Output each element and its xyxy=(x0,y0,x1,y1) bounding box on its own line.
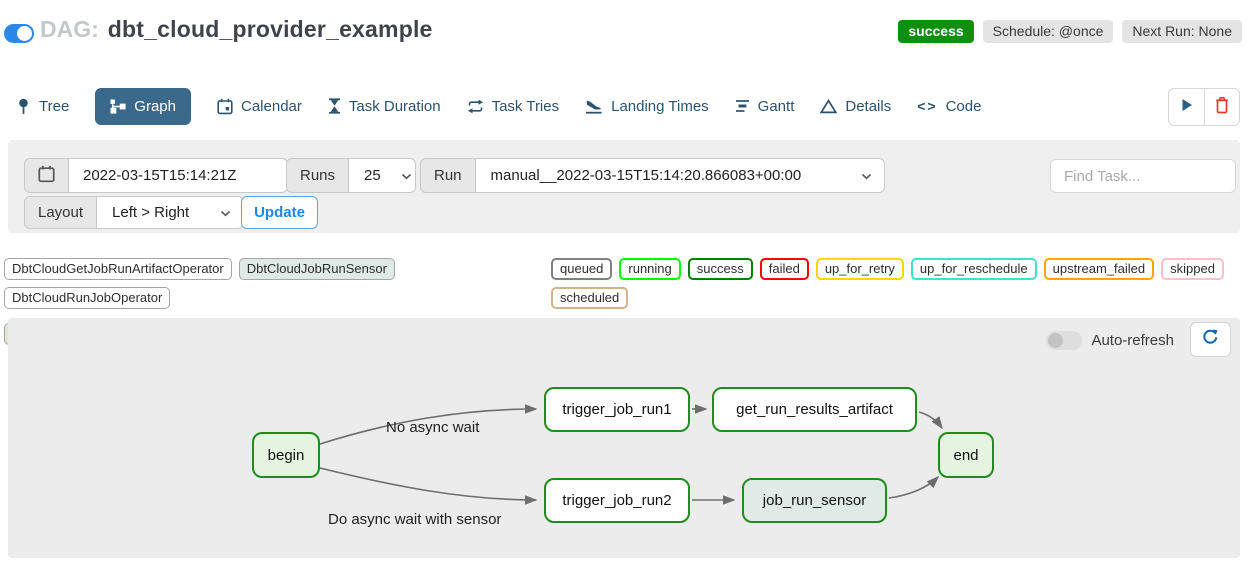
runs-value: 25 xyxy=(364,167,381,184)
chevron-down-icon xyxy=(861,167,872,184)
runs-label: Runs xyxy=(286,158,350,193)
page-title: DAG: dbt_cloud_provider_example xyxy=(40,16,433,43)
tab-code[interactable]: <> Code xyxy=(917,98,981,115)
tab-label: Graph xyxy=(134,97,176,115)
refresh-button[interactable] xyxy=(1190,322,1231,357)
auto-refresh-label: Auto-refresh xyxy=(1091,332,1174,349)
tab-label: Calendar xyxy=(241,97,302,115)
code-icon: <> xyxy=(917,98,938,114)
status-badge-up-for-reschedule: up_for_reschedule xyxy=(910,258,1037,280)
run-label: Run xyxy=(420,158,476,193)
status-badge-failed: failed xyxy=(759,258,809,280)
status-badge-upstream-failed: upstream_failed xyxy=(1043,258,1155,280)
task-node-trigger-job-run1[interactable]: trigger_job_run1 xyxy=(544,387,690,432)
tab-task-tries[interactable]: Task Tries xyxy=(467,97,560,115)
status-badge-up-for-retry: up_for_retry xyxy=(815,258,904,280)
update-button[interactable]: Update xyxy=(241,196,318,229)
auto-refresh-control: Auto-refresh xyxy=(1046,331,1174,350)
triangle-icon xyxy=(820,98,838,114)
repeat-icon xyxy=(467,99,484,114)
tab-graph[interactable]: Graph xyxy=(95,87,191,125)
chevron-down-icon xyxy=(220,204,231,221)
pin-icon xyxy=(16,98,31,115)
calendar-icon xyxy=(38,165,55,187)
layout-value: Left > Right xyxy=(112,204,190,221)
run-select-group: Run manual__2022-03-15T15:14:20.866083+0… xyxy=(420,158,885,193)
operator-badge: DbtCloudJobRunSensor xyxy=(238,258,395,280)
status-badge-success: success xyxy=(687,258,753,280)
tab-task-duration[interactable]: Task Duration xyxy=(328,98,441,115)
tab-label: Tree xyxy=(39,97,70,115)
hourglass-icon xyxy=(328,98,341,114)
gantt-icon xyxy=(735,99,750,113)
chevron-down-icon xyxy=(401,167,412,184)
runs-select[interactable]: 25 xyxy=(349,158,417,193)
status-badge-skipped: skipped xyxy=(1161,258,1224,280)
run-value: manual__2022-03-15T15:14:20.866083+00:00 xyxy=(490,167,802,184)
view-tabs: Tree Graph Calendar Task Duration Task T… xyxy=(16,85,981,127)
task-node-end[interactable]: end xyxy=(938,432,994,478)
tab-label: Code xyxy=(945,97,982,115)
dag-edges xyxy=(319,404,943,505)
tab-label: Details xyxy=(845,97,892,115)
delete-dag-button[interactable] xyxy=(1204,89,1239,125)
auto-refresh-toggle[interactable] xyxy=(1046,331,1083,350)
status-badge: success xyxy=(898,20,974,43)
dag-pause-toggle[interactable] xyxy=(4,24,34,43)
trigger-dag-button[interactable] xyxy=(1169,89,1204,125)
refresh-icon xyxy=(1201,328,1220,352)
tab-label: Task Duration xyxy=(348,97,441,115)
dag-name: dbt_cloud_provider_example xyxy=(107,16,433,42)
plane-landing-icon xyxy=(585,99,603,114)
play-icon xyxy=(1181,98,1193,117)
layout-label: Layout xyxy=(24,196,98,229)
status-badge-running: running xyxy=(619,258,681,280)
base-date-input[interactable] xyxy=(69,158,288,193)
task-node-job-run-sensor[interactable]: job_run_sensor xyxy=(742,478,887,523)
tab-gantt[interactable]: Gantt xyxy=(735,97,795,115)
num-runs-group: Runs 25 xyxy=(286,158,417,193)
operator-badge: DbtCloudRunJobOperator xyxy=(4,287,171,309)
calendar-picker-button[interactable] xyxy=(24,158,69,193)
toggle-knob xyxy=(1048,333,1064,348)
find-task-input[interactable] xyxy=(1050,159,1236,193)
task-node-trigger-job-run2[interactable]: trigger_job_run2 xyxy=(544,478,690,523)
dag-label: DAG: xyxy=(40,16,99,42)
tab-label: Landing Times xyxy=(611,97,709,115)
layout-select[interactable]: Left > Right xyxy=(97,196,245,229)
header-badges: success Schedule: @once Next Run: None xyxy=(898,20,1242,43)
edge-label-do-async-wait: Do async wait with sensor xyxy=(328,511,502,528)
dag-graph-panel: Auto-refresh begin trigger_job_run1 get_… xyxy=(8,318,1240,558)
schedule-badge: Schedule: @once xyxy=(982,20,1114,43)
trash-icon xyxy=(1214,96,1230,119)
filter-bar: Runs 25 Run manual__2022-03-15T15:14:20.… xyxy=(8,140,1240,233)
operator-badge: DbtCloudGetJobRunArtifactOperator xyxy=(4,258,232,280)
tab-label: Task Tries xyxy=(491,97,560,115)
tab-landing-times[interactable]: Landing Times xyxy=(585,98,709,115)
status-badge-queued: queued xyxy=(551,258,613,280)
next-run-badge: Next Run: None xyxy=(1122,20,1242,43)
edge-label-no-async-wait: No async wait xyxy=(386,419,480,436)
toggle-knob xyxy=(17,26,32,41)
layout-group: Layout Left > Right xyxy=(24,196,245,229)
task-node-get-run-results-artifact[interactable]: get_run_results_artifact xyxy=(712,387,917,432)
status-badge-scheduled: scheduled xyxy=(551,287,629,309)
dag-action-buttons xyxy=(1168,88,1240,126)
base-date-group xyxy=(24,158,288,193)
tab-calendar[interactable]: Calendar xyxy=(217,98,302,115)
calendar-icon xyxy=(217,98,233,115)
tab-tree[interactable]: Tree xyxy=(16,98,69,115)
tab-label: Gantt xyxy=(757,97,795,115)
run-select[interactable]: manual__2022-03-15T15:14:20.866083+00:00 xyxy=(475,158,885,193)
graph-icon xyxy=(110,99,126,114)
task-node-begin[interactable]: begin xyxy=(252,432,320,478)
tab-details[interactable]: Details xyxy=(820,98,891,115)
